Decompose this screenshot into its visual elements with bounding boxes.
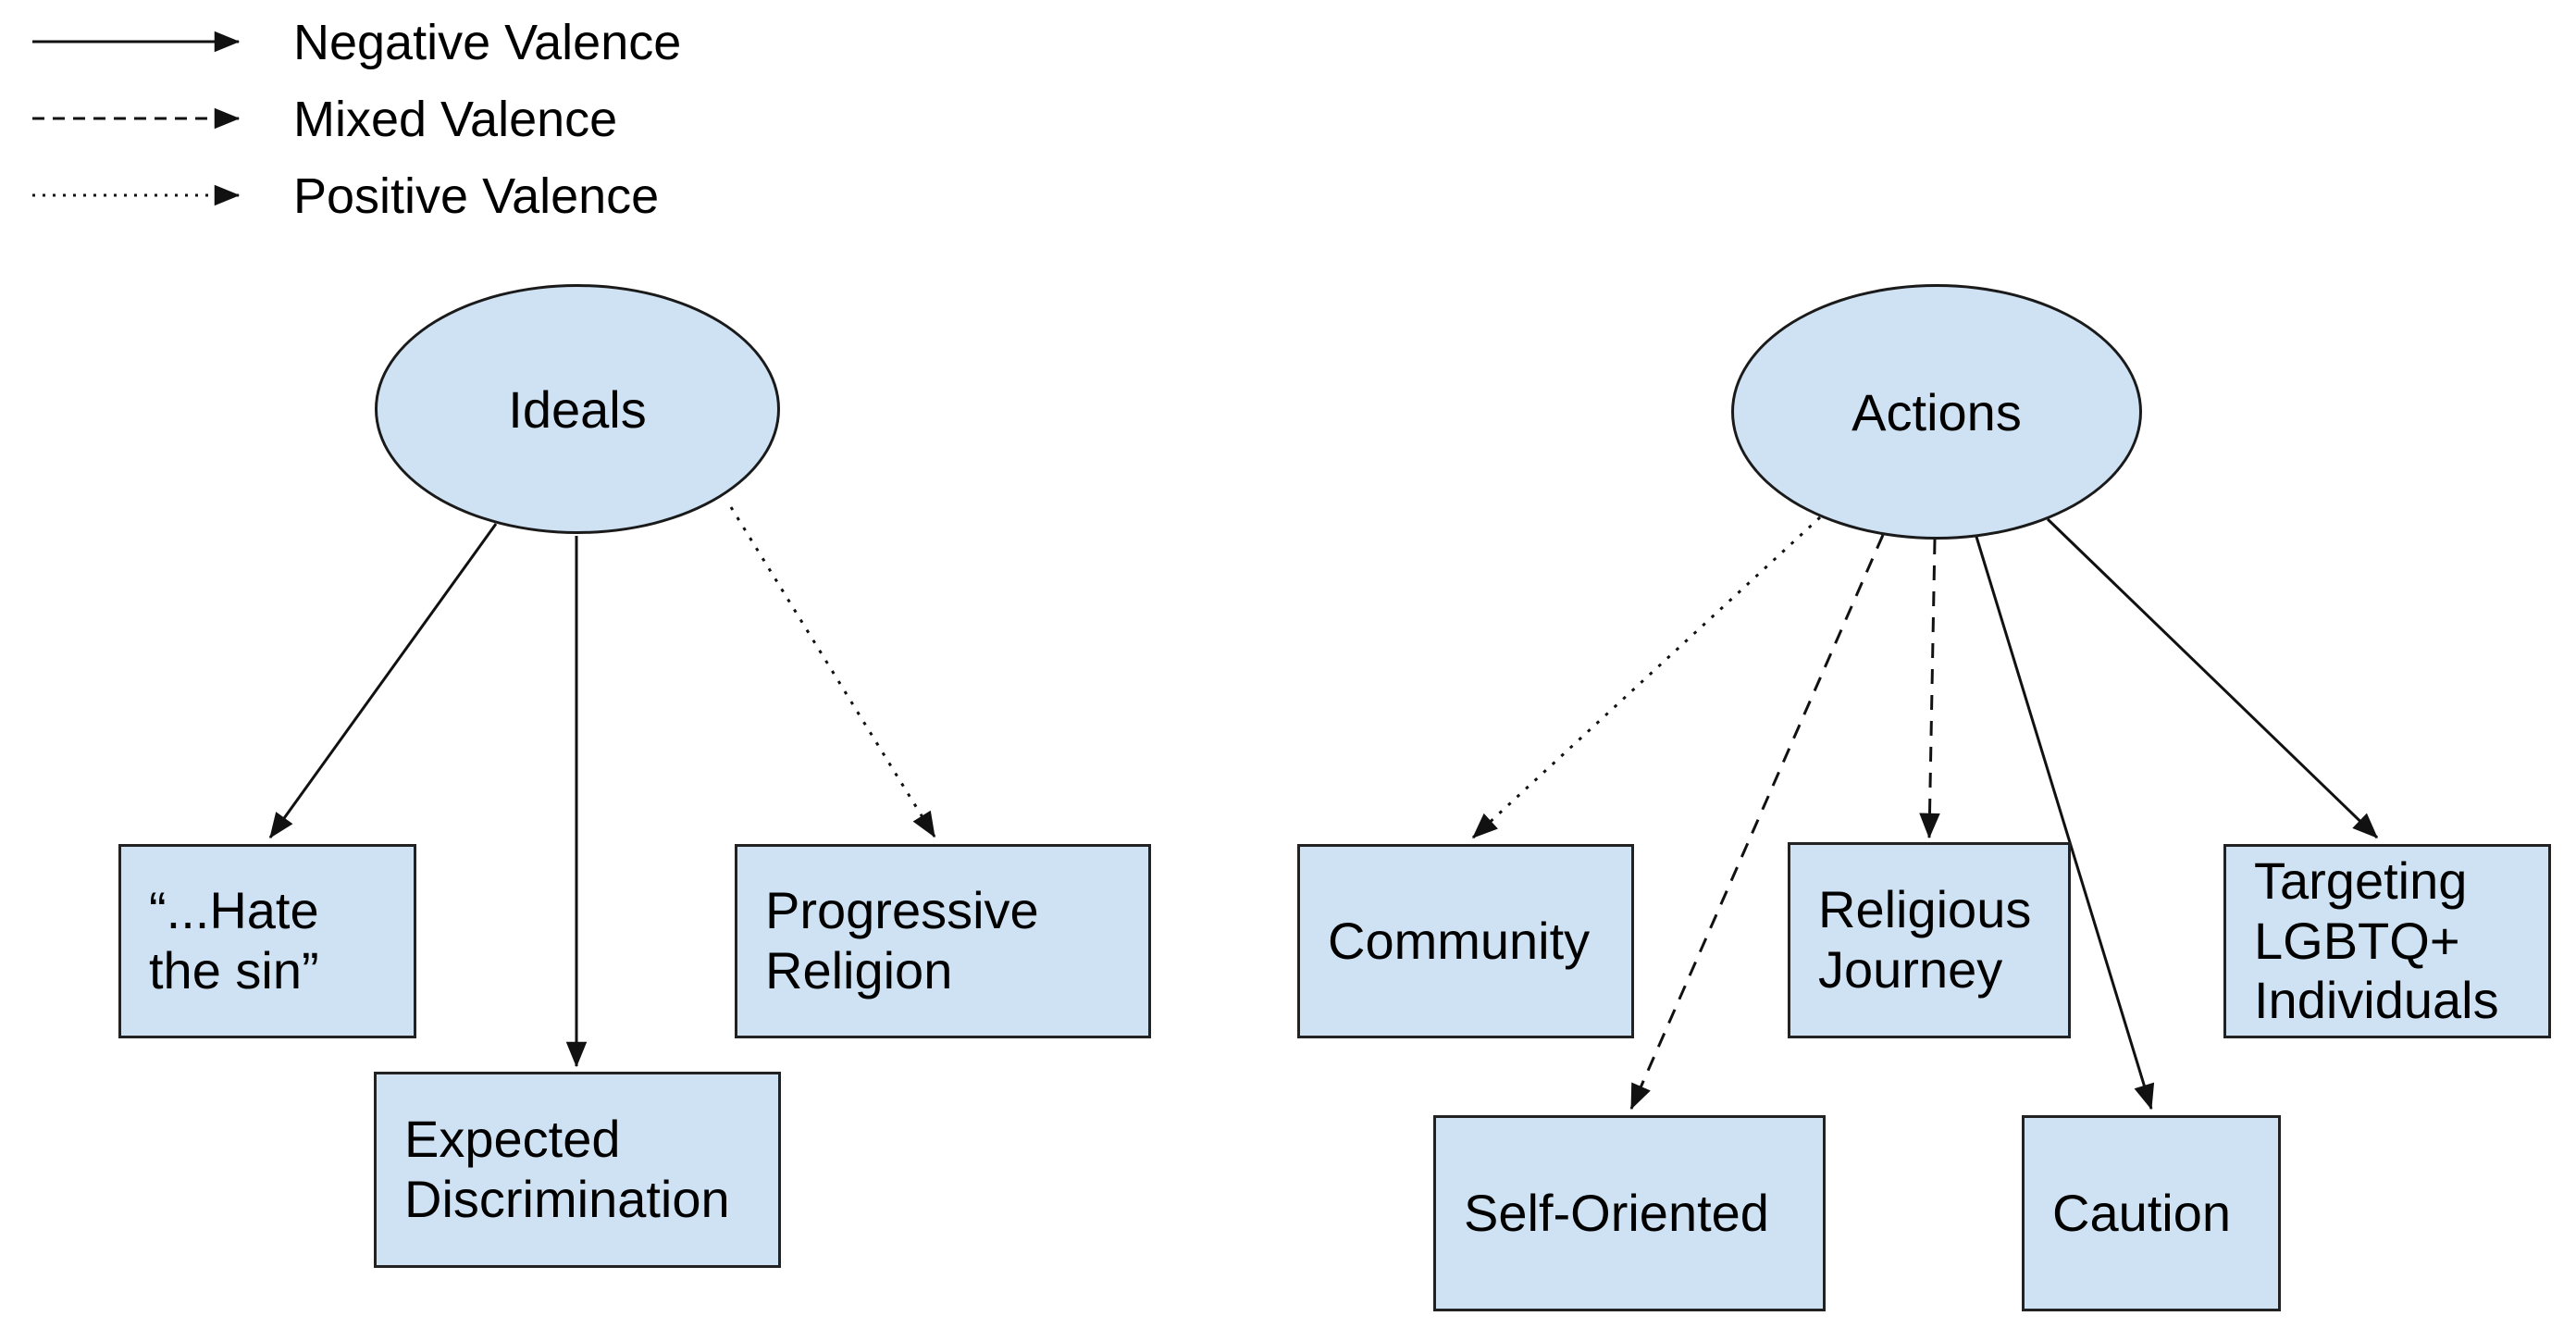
edge-actions-self-oriented	[1629, 534, 1885, 1111]
edge-actions-caution	[1975, 536, 2155, 1111]
edge-ideals-hate-the-sin	[268, 523, 498, 839]
edge-actions-targeting-lgbtq	[2046, 517, 2379, 839]
box-community: Community	[1297, 844, 1634, 1038]
box-progressive-religion: Progressive Religion	[735, 844, 1151, 1038]
legend-label-positive-valence: Positive Valence	[293, 168, 660, 224]
box-expected-discrimination: Expected Discrimination	[374, 1072, 781, 1268]
box-label-community: Community	[1328, 911, 1591, 970]
node-label-actions: Actions	[1852, 382, 2022, 441]
node-ellipse-actions: Actions	[1731, 284, 2142, 540]
edge-actions-community	[1471, 515, 1822, 839]
box-caution: Caution	[2022, 1115, 2281, 1311]
box-label-hate-the-sin: “...Hate the sin”	[149, 881, 319, 1000]
legend-label-negative-valence: Negative Valence	[293, 15, 682, 70]
box-label-progressive-religion: Progressive Religion	[765, 881, 1039, 1000]
box-label-religious-journey: Religious Journey	[1818, 880, 2032, 999]
edge-actions-religious-journey	[1919, 539, 1940, 839]
node-label-ideals: Ideals	[508, 379, 647, 439]
box-self-oriented: Self-Oriented	[1433, 1115, 1826, 1311]
box-label-expected-discrimination: Expected Discrimination	[404, 1110, 730, 1228]
box-religious-journey: Religious Journey	[1788, 842, 2071, 1038]
box-targeting-lgbtq: Targeting LGBTQ+ Individuals	[2223, 844, 2551, 1038]
box-label-targeting-lgbtq: Targeting LGBTQ+ Individuals	[2254, 851, 2499, 1030]
legend-label-mixed-valence: Mixed Valence	[293, 92, 618, 147]
edge-ideals-progressive-religion	[729, 506, 936, 838]
box-label-caution: Caution	[2052, 1183, 2232, 1242]
node-ellipse-ideals: Ideals	[375, 284, 780, 534]
box-label-self-oriented: Self-Oriented	[1464, 1183, 1769, 1242]
box-hate-the-sin: “...Hate the sin”	[118, 844, 416, 1038]
